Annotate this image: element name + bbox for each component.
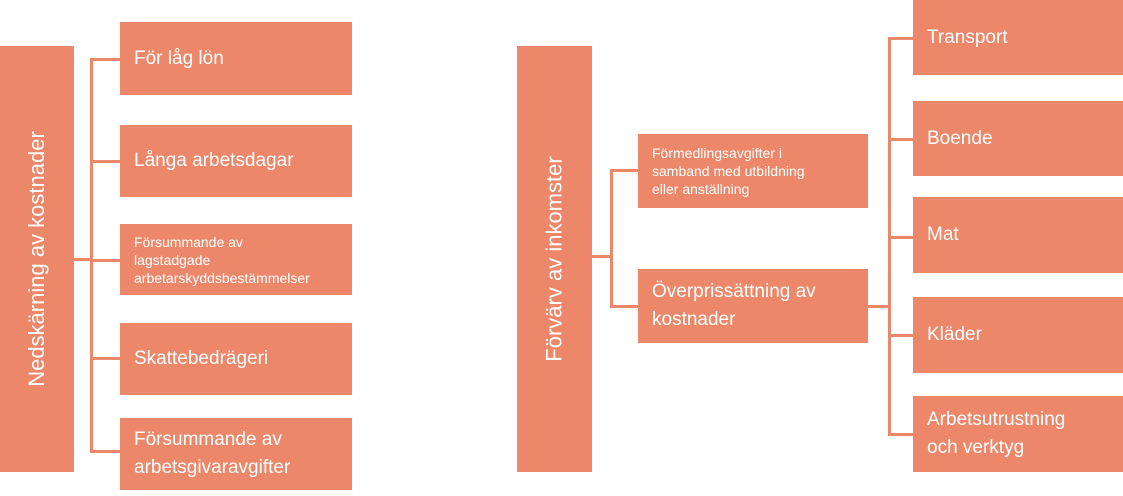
connector [610, 305, 638, 308]
node-transport: Transport [913, 0, 1123, 75]
connector-trunk [610, 169, 613, 307]
connector [610, 169, 638, 172]
node-label: För låg lön [134, 47, 224, 69]
node-placement-fees: Förmedlingsavgifter i samband med utbild… [638, 134, 868, 208]
node-low-wage: För låg lön [120, 22, 352, 95]
node-label: Skattebedrägeri [134, 348, 269, 369]
connector [888, 433, 913, 436]
connector [90, 357, 120, 360]
node-label: Försummande av arbetsgivaravgifter [134, 429, 291, 478]
node-food: Mat [913, 197, 1123, 273]
connector-trunk [90, 58, 93, 452]
node-neglect-safety-rules: Försummande av lagstadgade arbetarskydds… [120, 224, 352, 295]
connector [888, 37, 913, 40]
connector [90, 58, 120, 61]
root-label: Förvärv av inkomster [541, 156, 567, 362]
connector [888, 236, 913, 239]
connector [90, 160, 120, 163]
node-label: Mat [927, 224, 959, 245]
node-label: Långa arbetsdagar [134, 150, 294, 171]
connector [74, 258, 92, 261]
root-node-income-acquisition: Förvärv av inkomster [517, 46, 592, 472]
node-label: Kläder [927, 324, 982, 345]
node-label: Överprissättning av kostnader [652, 281, 816, 330]
connector [90, 450, 120, 453]
connector [888, 138, 913, 141]
node-overpricing-costs: Överprissättning av kostnader [638, 269, 868, 343]
node-work-equipment-tools: Arbetsutrustning och verktyg [913, 396, 1123, 472]
node-label: Förmedlingsavgifter i samband med utbild… [652, 145, 805, 197]
node-neglect-employer-fees: Försummande av arbetsgivaravgifter [120, 418, 352, 490]
connector [90, 259, 120, 262]
node-label: Transport [927, 26, 1008, 48]
connector [888, 334, 913, 337]
root-label: Nedskärning av kostnader [24, 131, 49, 387]
connector [592, 255, 612, 258]
node-label: Boende [927, 127, 993, 149]
node-tax-fraud: Skattebedrägeri [120, 323, 352, 395]
root-node-cost-reduction: Nedskärning av kostnader [0, 46, 74, 472]
node-long-workdays: Långa arbetsdagar [120, 125, 352, 197]
node-housing: Boende [913, 101, 1123, 176]
node-clothing: Kläder [913, 297, 1123, 373]
node-label: Försummande av lagstadgade arbetarskydds… [134, 233, 310, 286]
node-label: Arbetsutrustning och verktyg [927, 409, 1066, 458]
connector [868, 305, 890, 308]
